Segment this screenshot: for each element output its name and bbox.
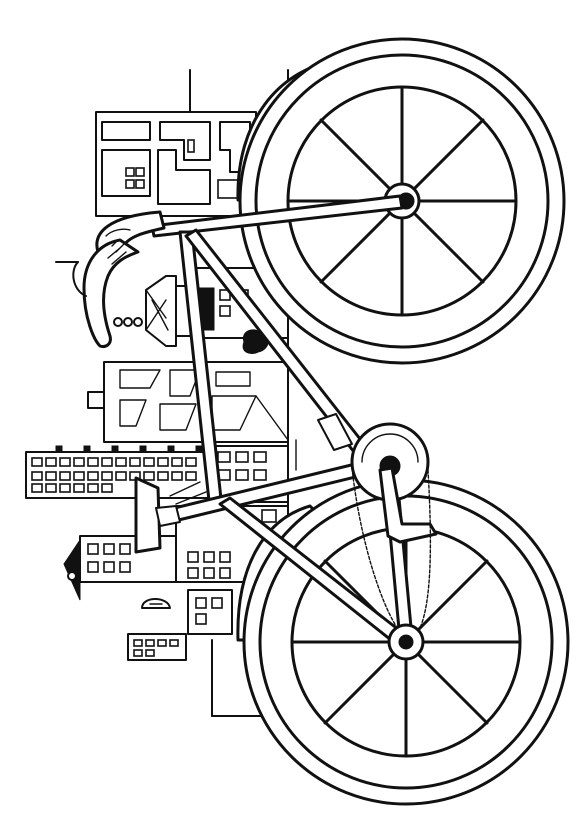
- saddle: [134, 476, 207, 554]
- crankset: [350, 422, 438, 629]
- building-middle: [87, 361, 289, 443]
- city-skyline: [25, 69, 297, 717]
- handlebars: [55, 210, 166, 348]
- bicycle-frame: [148, 194, 414, 646]
- pedal-arm: [378, 466, 438, 544]
- bicycle: [55, 37, 570, 806]
- building-bottom: [127, 589, 289, 717]
- building-top: [95, 69, 257, 217]
